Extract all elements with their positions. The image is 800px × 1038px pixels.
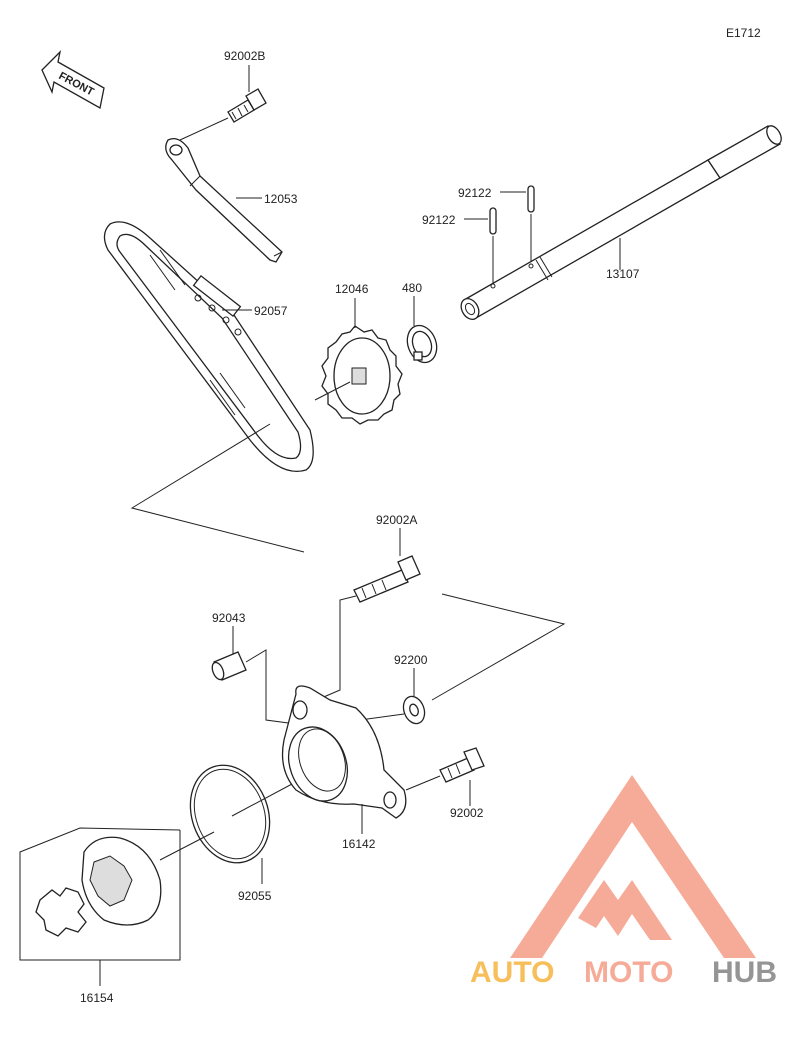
part-label-92055: 92055 — [238, 889, 272, 903]
watermark-moto: MOTO — [584, 956, 673, 989]
chain-guide-12053[interactable] — [165, 137, 283, 263]
part-label-12053: 12053 — [264, 192, 298, 206]
sprocket-12046[interactable] — [321, 325, 403, 425]
part-label-480: 480 — [402, 281, 422, 295]
part-label-92002a: 92002A — [376, 513, 417, 527]
pump-body-16142[interactable] — [279, 685, 407, 819]
chain-link-joint-icon — [192, 274, 242, 336]
pin-92122-a[interactable] — [527, 185, 535, 213]
part-label-92122-b: 92122 — [422, 213, 456, 227]
bolt-92002b[interactable] — [227, 88, 267, 123]
dowel-92043[interactable] — [210, 651, 247, 681]
part-label-92002: 92002 — [450, 806, 484, 820]
circlip-480[interactable] — [402, 321, 441, 366]
part-label-12046: 12046 — [335, 282, 369, 296]
watermark-auto: AUTO — [470, 956, 554, 989]
pin-92122-b[interactable] — [489, 207, 497, 235]
part-label-13107: 13107 — [606, 267, 640, 281]
automotohub-logo: AUTO MOTO HUB — [470, 775, 777, 989]
washer-92200[interactable] — [400, 693, 428, 726]
part-label-92002b: 92002B — [224, 49, 265, 63]
part-label-92122-a: 92122 — [458, 186, 492, 200]
part-label-16154: 16154 — [80, 991, 114, 1005]
diagram-code: E1712 — [726, 26, 761, 40]
chain-92057[interactable] — [103, 221, 314, 472]
part-label-16142: 16142 — [342, 837, 376, 851]
front-arrow-icon: FRONT — [41, 50, 105, 110]
part-label-92043: 92043 — [212, 611, 246, 625]
bolt-92002[interactable] — [439, 747, 485, 783]
o-ring-92055[interactable] — [177, 754, 283, 874]
shaft-13107[interactable] — [458, 123, 785, 322]
watermark-hub: HUB — [712, 956, 777, 989]
part-label-92200: 92200 — [394, 653, 428, 667]
part-label-92057: 92057 — [254, 304, 288, 318]
bolt-92002a[interactable] — [353, 555, 421, 603]
rotor-set-16154[interactable] — [35, 836, 162, 937]
